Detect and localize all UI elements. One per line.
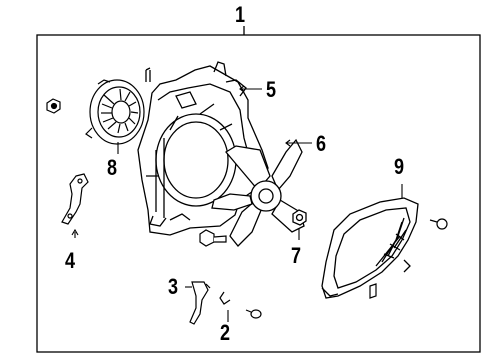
callout-6: 6 <box>316 131 327 156</box>
fan-motor <box>85 79 145 145</box>
assembly-frame <box>36 26 481 353</box>
callout-2: 2 <box>220 320 231 345</box>
clip <box>189 281 211 325</box>
callout-4: 4 <box>65 248 76 273</box>
hex-nut <box>292 209 307 226</box>
fan-guard <box>321 197 419 299</box>
callout-1: 1 <box>235 2 246 27</box>
spring-clip <box>219 291 231 305</box>
guard-clip <box>369 283 377 299</box>
bracket <box>61 173 89 225</box>
screw <box>429 218 448 230</box>
fan-blade <box>211 138 305 247</box>
callout-7: 7 <box>291 243 302 268</box>
screw <box>245 309 262 319</box>
callout-5: 5 <box>266 77 277 102</box>
callout-3: 3 <box>168 274 179 299</box>
callout-9: 9 <box>394 154 405 179</box>
callout-8: 8 <box>107 155 118 180</box>
bolt <box>199 229 227 247</box>
leader-lines <box>71 85 403 322</box>
nut <box>46 98 61 114</box>
